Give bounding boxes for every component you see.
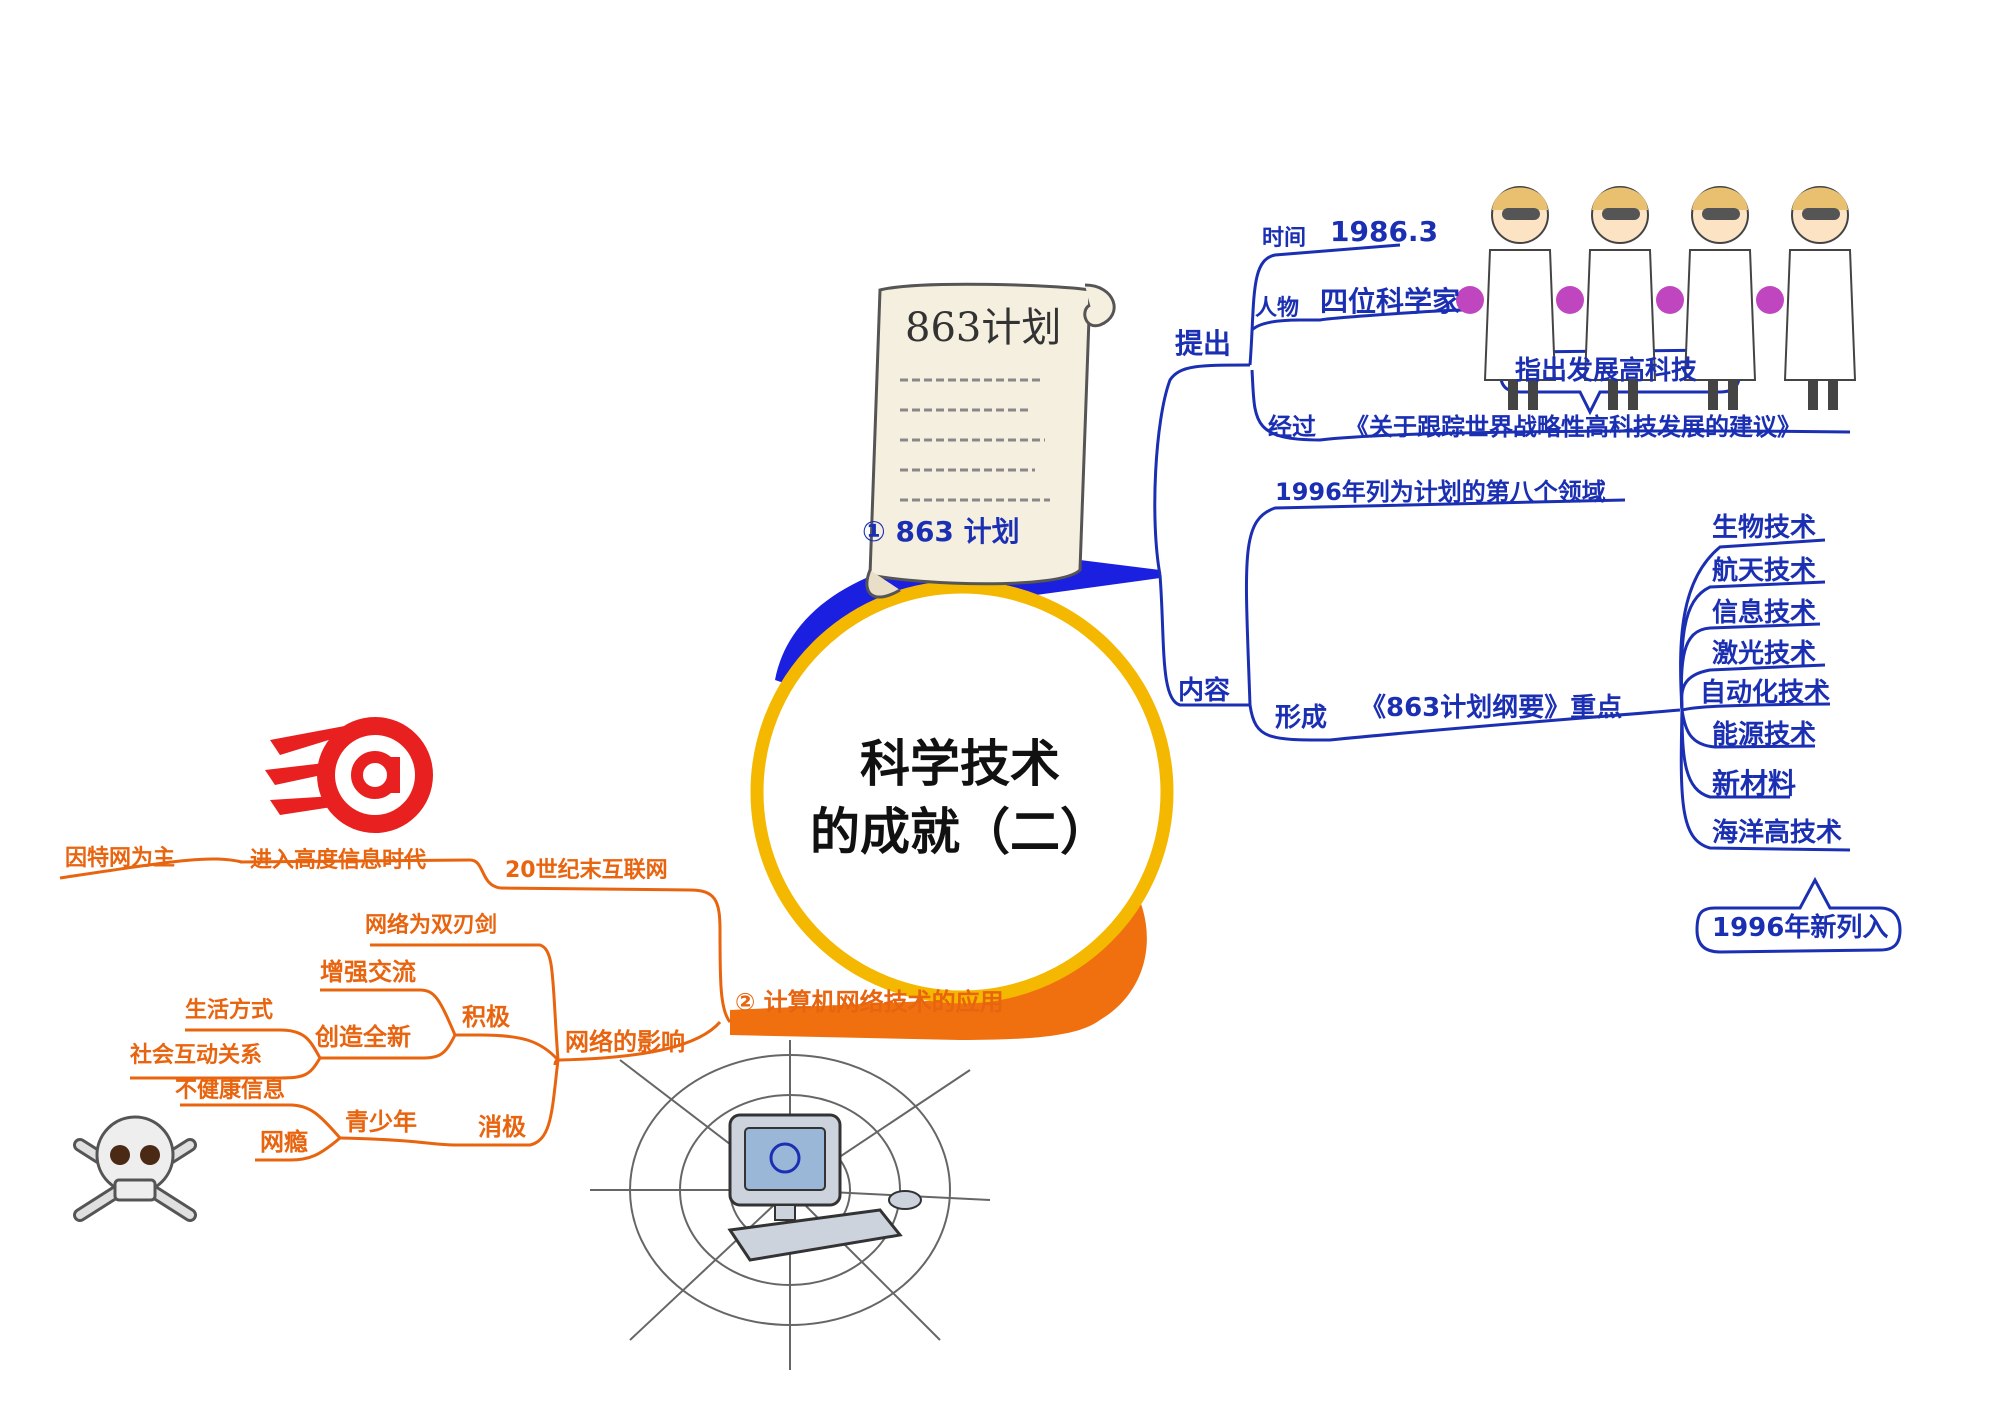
internet-sub2: 因特网为主 (65, 846, 176, 871)
negative-target: 青少年 (345, 1108, 417, 1136)
content-callout: 1996年新列入 (1712, 913, 1889, 943)
positive-label: 积极 (462, 1003, 510, 1031)
center-title-line1: 科学技术 (860, 734, 1060, 793)
branch1-lines (1153, 243, 1902, 954)
people-value: 四位科学家 (1320, 285, 1461, 318)
positive-item: 增强交流 (320, 958, 416, 986)
people-label: 人物 (1255, 296, 1300, 321)
propose-callout: 指出发展高科技 (1515, 356, 1698, 386)
scroll-title: 863计划 (905, 305, 1062, 351)
skull-icon (73, 1115, 197, 1222)
field-item: 航天技术 (1712, 556, 1817, 586)
field-item: 生物技术 (1712, 513, 1817, 543)
plan-1996: 1996年列为计划的第八个领域 (1275, 478, 1606, 506)
negative-sub: 网瘾 (260, 1128, 308, 1156)
branch1-title: ① 863 计划 (862, 515, 1020, 548)
process-value: 《关于跟踪世界战略性高科技发展的建议》 (1345, 413, 1801, 441)
form-label: 形成 (1275, 703, 1328, 733)
center-title-line2: 的成就（二） (810, 802, 1110, 861)
propose-label: 提出 (1175, 327, 1232, 360)
spiderweb-computer-icon (590, 1040, 991, 1370)
time-value: 1986.3 (1330, 215, 1439, 248)
center-title: 科学技术 的成就（二） (770, 730, 1150, 866)
negative-sub: 不健康信息 (175, 1078, 286, 1103)
internet-label: 20世纪末互联网 (505, 858, 668, 883)
field-item: 海洋高技术 (1712, 818, 1843, 848)
double-edge: 网络为双刃剑 (365, 913, 498, 938)
field-item: 能源技术 (1712, 720, 1817, 750)
impact-label: 网络的影响 (565, 1028, 685, 1056)
time-label: 时间 (1262, 226, 1307, 251)
positive-sub: 生活方式 (185, 998, 274, 1023)
field-item: 新材料 (1712, 767, 1797, 800)
scroll-icon (865, 282, 1116, 599)
field-item: 信息技术 (1712, 598, 1817, 628)
content-label: 内容 (1178, 676, 1231, 706)
process-label: 经过 (1268, 413, 1316, 441)
positive-sub: 社会互动关系 (130, 1043, 263, 1068)
field-item: 自动化技术 (1700, 678, 1831, 708)
form-value: 《863计划纲要》重点 (1360, 693, 1623, 723)
branch2-title: ② 计算机网络技术的应用 (735, 988, 1004, 1016)
field-item: 激光技术 (1712, 639, 1817, 669)
negative-label: 消极 (478, 1113, 526, 1141)
positive-item: 创造全新 (315, 1023, 411, 1051)
at-sign-icon (265, 717, 433, 833)
scientist-icon (1456, 186, 1857, 410)
internet-sub: 进入高度信息时代 (250, 848, 427, 873)
branch2-lines (59, 857, 732, 1162)
